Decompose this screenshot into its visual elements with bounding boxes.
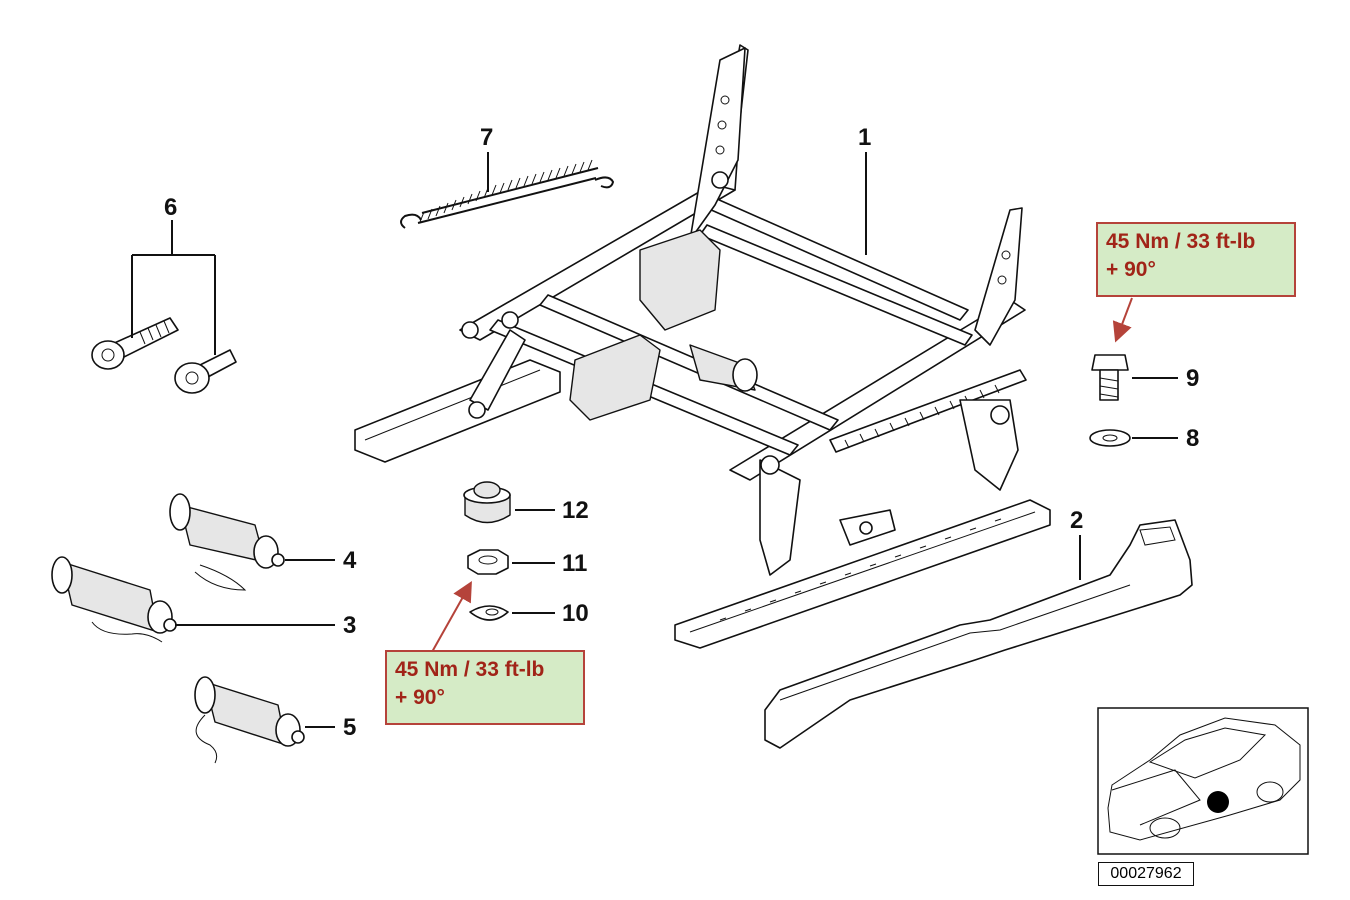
leader-line-6 — [131, 220, 216, 355]
callout-9: 9 — [1186, 365, 1199, 392]
bushing-12-part — [463, 481, 511, 524]
screws-part — [91, 317, 237, 394]
torque-arrow-top — [1112, 297, 1133, 343]
torque-arrow-bottom — [431, 581, 472, 653]
washer-8-part — [1089, 429, 1131, 447]
motor-4-part — [169, 493, 285, 591]
callout-11: 11 — [562, 550, 587, 577]
locator-dot — [1207, 791, 1229, 813]
torque-note-bottom-line1: 45 Nm / 33 ft-lb — [395, 658, 545, 681]
torque-note-top-line1: 45 Nm / 33 ft-lb — [1106, 230, 1256, 253]
side-trim-cover-part — [764, 519, 1193, 749]
callout-3: 3 — [343, 612, 356, 639]
bolt-9-part — [1091, 354, 1129, 401]
vehicle-locator-inset — [1097, 707, 1309, 855]
callout-5: 5 — [343, 714, 356, 741]
callout-7: 7 — [480, 124, 493, 151]
nut-11-part — [467, 549, 509, 575]
callout-1: 1 — [858, 124, 871, 151]
seat-frame-part — [354, 44, 1051, 649]
torque-note-top-line2: + 90° — [1106, 258, 1156, 281]
callout-10: 10 — [562, 600, 589, 627]
torque-note-bottom-line2: + 90° — [395, 686, 445, 709]
callout-2: 2 — [1070, 507, 1083, 534]
callout-8: 8 — [1186, 425, 1199, 452]
callout-12: 12 — [562, 497, 589, 524]
motor-5-part — [194, 676, 305, 764]
diagram-number: 00027962 — [1098, 862, 1194, 886]
torque-note-bottom: 45 Nm / 33 ft-lb + 90° — [385, 650, 585, 725]
leader-lines — [175, 152, 1178, 728]
callout-6: 6 — [164, 194, 177, 221]
torque-note-top: 45 Nm / 33 ft-lb + 90° — [1096, 222, 1296, 297]
clip-10-part — [469, 605, 509, 621]
motor-3-part — [51, 556, 177, 643]
callout-4: 4 — [343, 547, 357, 574]
tension-spring-part — [400, 159, 615, 229]
